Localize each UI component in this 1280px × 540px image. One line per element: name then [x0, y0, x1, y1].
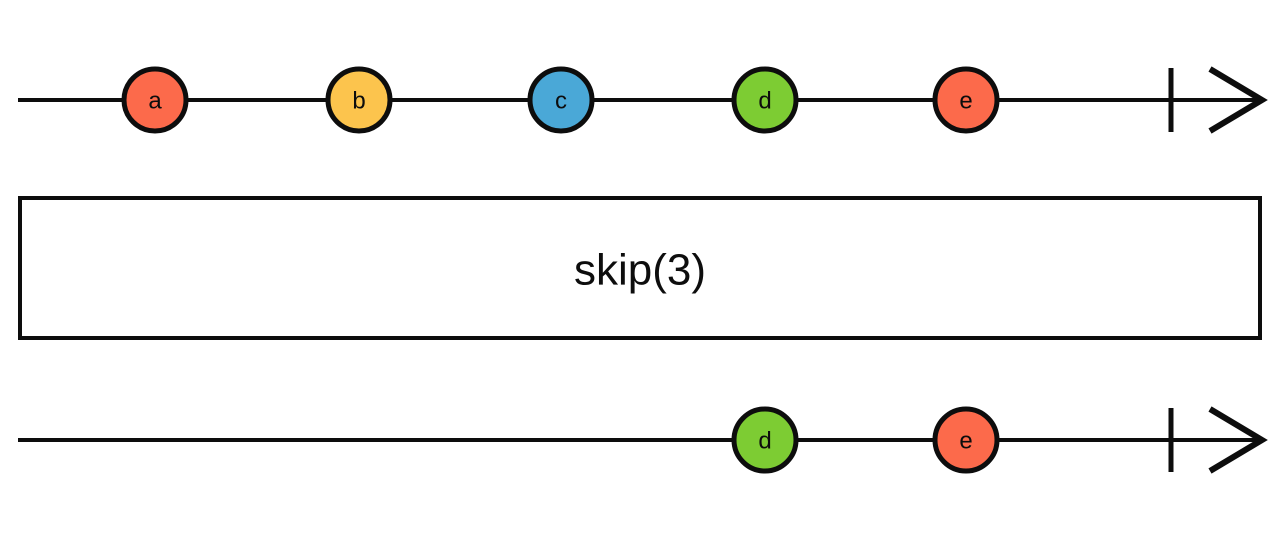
- result-marble-label: d: [758, 428, 771, 455]
- source-marble-label: c: [555, 88, 567, 115]
- source-marble-c[interactable]: c: [527, 66, 595, 134]
- source-marble-group: a b c d e: [121, 66, 1000, 134]
- source-marble-label: b: [352, 88, 365, 115]
- source-marble-label: d: [758, 88, 771, 115]
- source-marble-circle[interactable]: [731, 66, 799, 134]
- source-marble-circle[interactable]: [932, 66, 1000, 134]
- source-marble-circle[interactable]: [527, 66, 595, 134]
- operator-box[interactable]: [18, 196, 1262, 340]
- source-marble-label: a: [148, 88, 162, 115]
- result-marble-circle[interactable]: [932, 406, 1000, 474]
- source-marble-circle[interactable]: [121, 66, 189, 134]
- operator-label: skip(3): [574, 246, 706, 295]
- source-timeline: a b c d e: [18, 66, 1268, 134]
- source-marble-b[interactable]: b: [325, 66, 393, 134]
- result-marble-label: e: [959, 428, 972, 455]
- source-marble-d[interactable]: d: [731, 66, 799, 134]
- result-arrow-icon: [1208, 406, 1268, 474]
- result-marble-e[interactable]: e: [932, 406, 1000, 474]
- result-marble-circle[interactable]: [731, 406, 799, 474]
- source-marble-circle[interactable]: [325, 66, 393, 134]
- source-marble-a[interactable]: a: [121, 66, 189, 134]
- source-marble-e[interactable]: e: [932, 66, 1000, 134]
- source-marble-label: e: [959, 88, 972, 115]
- source-arrow-icon: [1208, 66, 1268, 134]
- result-marble-d[interactable]: d: [731, 406, 799, 474]
- operator-box-group[interactable]: skip(3): [18, 196, 1262, 340]
